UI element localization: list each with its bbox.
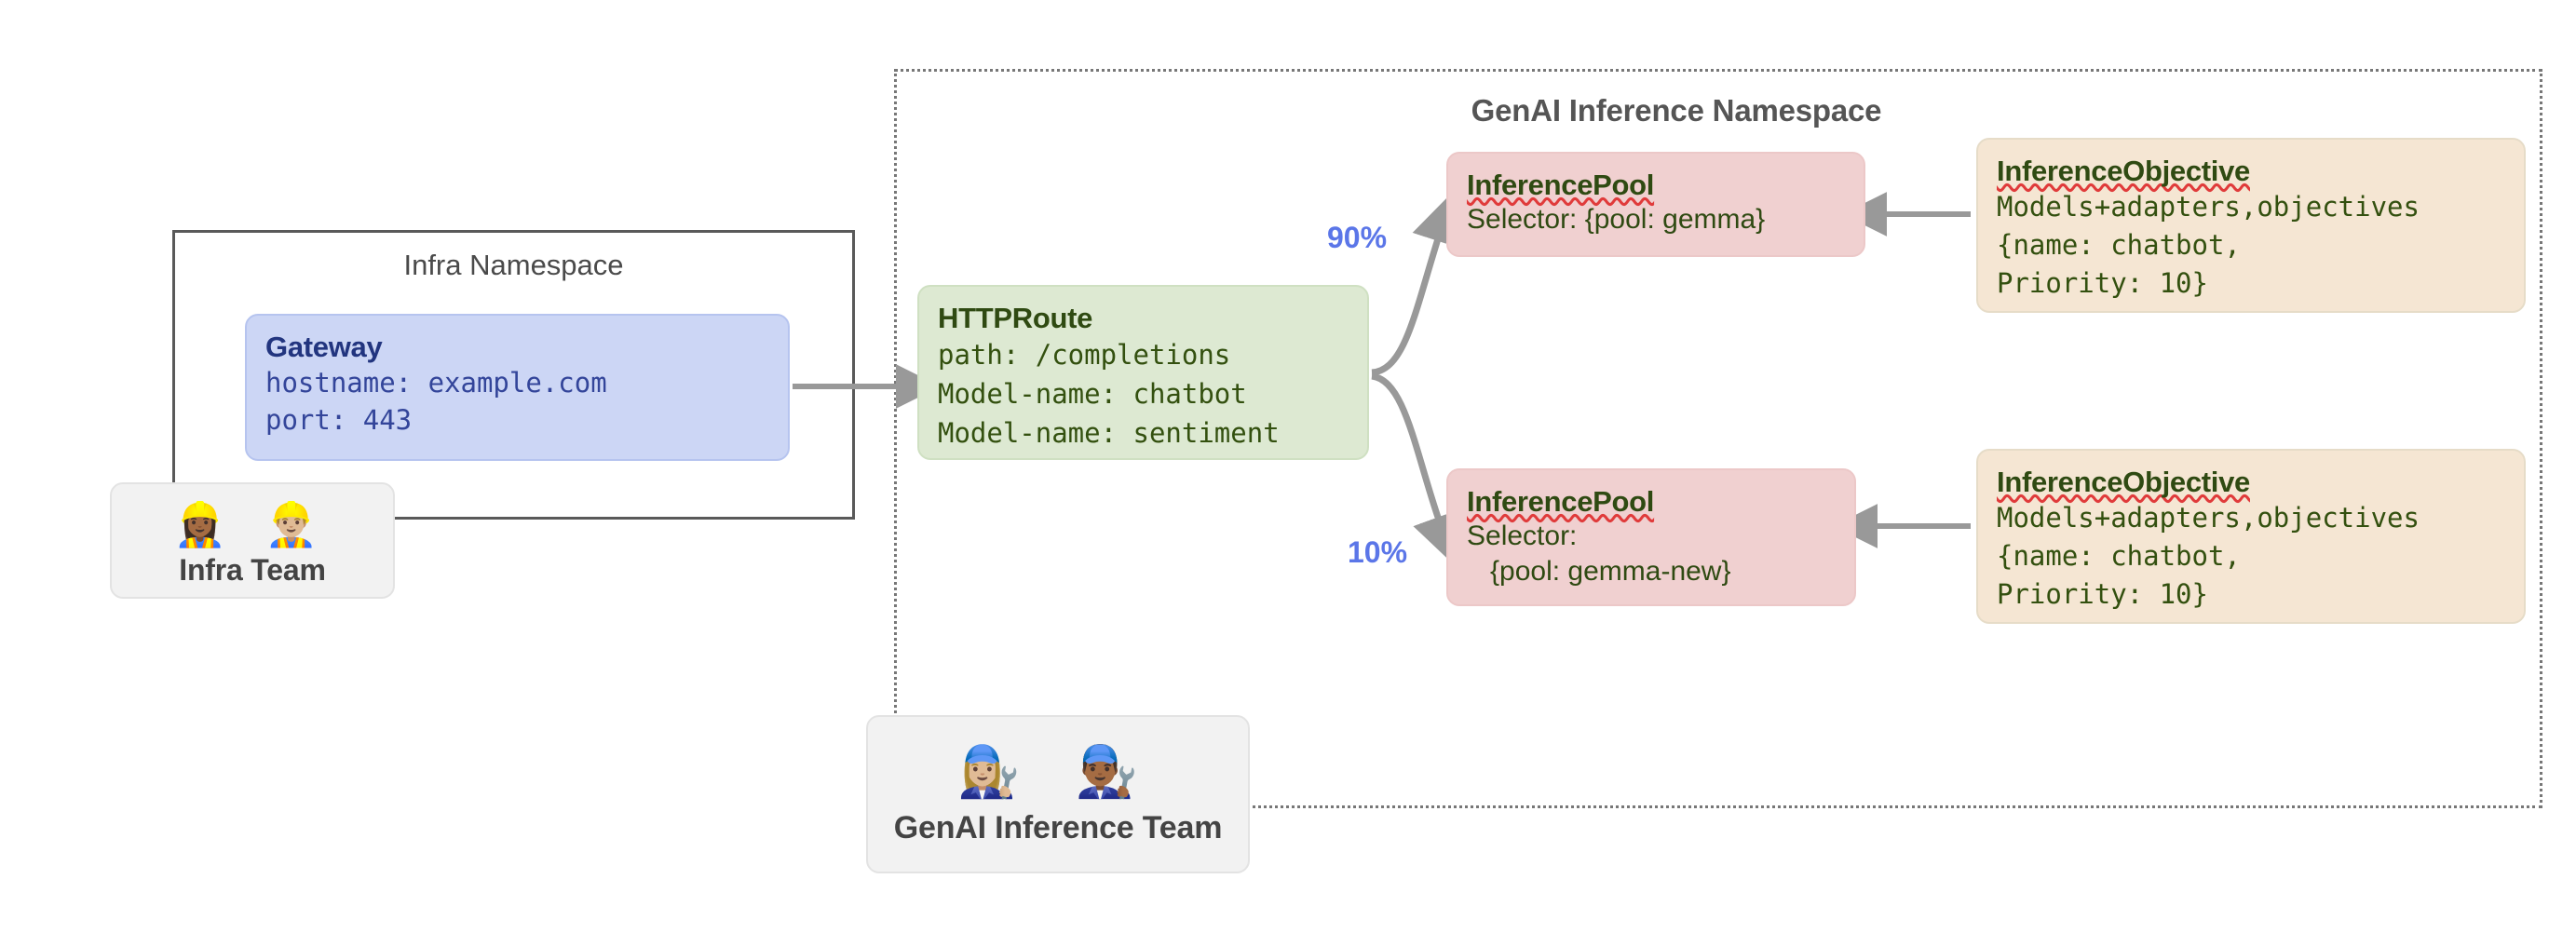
inference-pool-gemma-card[interactable]: InferencePool Selector: {pool: gemma} [1446,152,1865,257]
inference-pool-gemma-new-card[interactable]: InferencePool Selector: {pool: gemma-new… [1446,468,1856,606]
inference-objective-top-line-2: {name: chatbot, [1997,229,2241,261]
edge-httproute-to-pool-gemma [1371,191,1462,376]
genai-inference-team-badge: 👩🏼‍🔧 👨🏾‍🔧 GenAI Inference Team [866,715,1250,873]
gateway-card[interactable]: Gateway hostname: example.com port: 443 [245,314,790,461]
httproute-title: HTTPRoute [938,302,1093,334]
edge-httproute-to-pool-gemma-new [1371,372,1463,567]
traffic-weight-10-label: 10% [1348,535,1408,569]
genai-inference-team-label: GenAI Inference Team [893,810,1223,845]
traffic-weight-90-label: 90% [1327,221,1388,254]
inference-objective-bottom-card[interactable]: InferenceObjective Models+adapters,objec… [1976,449,2526,624]
httproute-model-name-chatbot: Model-name: chatbot [938,378,1247,410]
inference-objective-bottom-line-2: {name: chatbot, [1997,540,2241,572]
inference-objective-top-title: InferenceObjective [1997,155,2250,187]
infra-team-people-icon: 👷🏾‍♀️ 👷🏼‍♂️ [173,500,332,548]
inference-pool-gemma-title: InferencePool [1467,169,1655,201]
gateway-hostname: hostname: example.com [265,367,607,399]
inference-objective-bottom-line-3: Priority: 10} [1997,578,2208,610]
infra-team-label: Infra Team [179,553,326,587]
inference-objective-top-line-1: Models+adapters,objectives [1997,191,2420,223]
httproute-model-name-sentiment: Model-name: sentiment [938,417,1280,449]
inference-pool-gemma-selector: Selector: {pool: gemma} [1467,204,1766,235]
inference-pool-gemma-new-title: InferencePool [1467,485,1655,518]
genai-inference-namespace-container [894,69,2542,808]
inference-objective-top-card[interactable]: InferenceObjective Models+adapters,objec… [1976,138,2526,313]
inference-pool-gemma-new-selector-value: {pool: gemma-new} [1467,556,1731,587]
genai-inference-team-people-icon: 👩🏼‍🔧 👨🏾‍🔧 [957,744,1159,800]
inference-pool-gemma-new-selector-label: Selector: [1467,521,1578,551]
httproute-card[interactable]: HTTPRoute path: /completions Model-name:… [917,285,1369,460]
inference-objective-bottom-title: InferenceObjective [1997,466,2250,498]
inference-objective-top-line-3: Priority: 10} [1997,267,2208,299]
gateway-port: port: 443 [265,404,413,436]
gateway-title: Gateway [265,331,383,363]
inference-objective-bottom-line-1: Models+adapters,objectives [1997,502,2420,534]
genai-inference-namespace-title: GenAI Inference Namespace [1471,93,1882,128]
httproute-path: path: /completions [938,339,1231,371]
infra-namespace-title: Infra Namespace [403,249,624,281]
infra-team-badge: 👷🏾‍♀️ 👷🏼‍♂️ Infra Team [110,482,395,599]
